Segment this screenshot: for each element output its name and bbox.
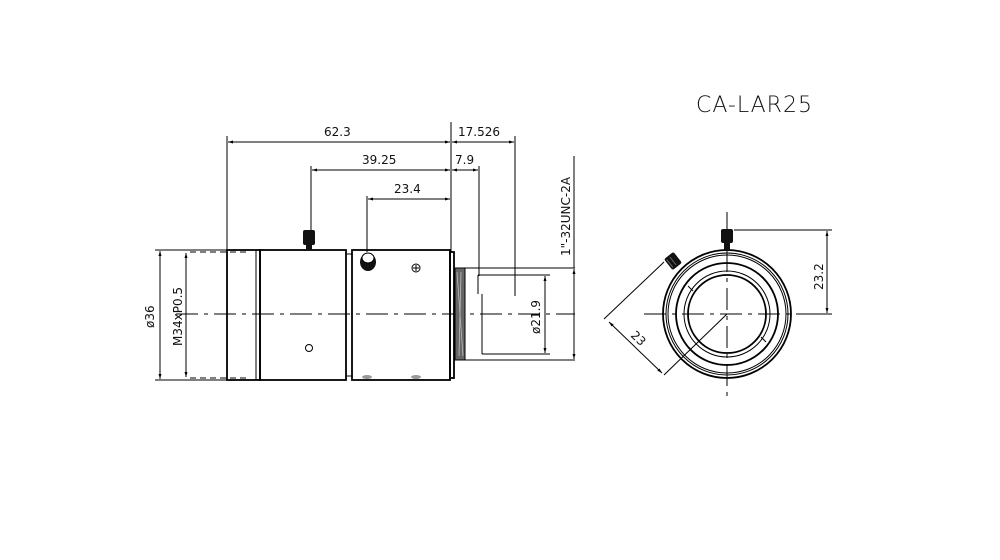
focus-ring (259, 249, 347, 381)
dim-screw-height: 23.2 (812, 263, 826, 290)
focus-set-hole-icon (305, 344, 313, 352)
focus-lock-screw-icon (303, 230, 315, 245)
front-view: 23.2 23 (603, 212, 832, 398)
dim-iris-to-flange: 23.4 (394, 182, 421, 196)
top-lock-screw-icon (721, 229, 733, 243)
dim-thread-length: 7.9 (455, 153, 474, 167)
dim-focus-to-flange: 39.25 (362, 153, 396, 167)
iris-screw-icon (411, 263, 421, 273)
dim-front-diameter: ø36 (143, 305, 157, 328)
dim-angled-screw-radius: 23 (628, 328, 649, 349)
dim-flange-extension: 17.526 (458, 125, 500, 139)
side-view (176, 230, 575, 381)
front-ring (226, 249, 261, 381)
side-dimensions: 62.3 17.526 39.25 7.9 23.4 ø36 M34xP0.5 … (143, 122, 576, 381)
model-title: CA-LAR25 (696, 93, 813, 118)
lens-aperture (687, 274, 767, 354)
angled-lock-screw-icon (664, 252, 682, 270)
dim-filter-thread: M34xP0.5 (171, 287, 185, 346)
focus-ring-face (675, 262, 779, 366)
dim-overall-length: 62.3 (324, 125, 351, 139)
dim-mount-thread: 1"-32UNC-2A (559, 176, 573, 256)
dim-rear-diameter: ø21.9 (529, 300, 543, 334)
